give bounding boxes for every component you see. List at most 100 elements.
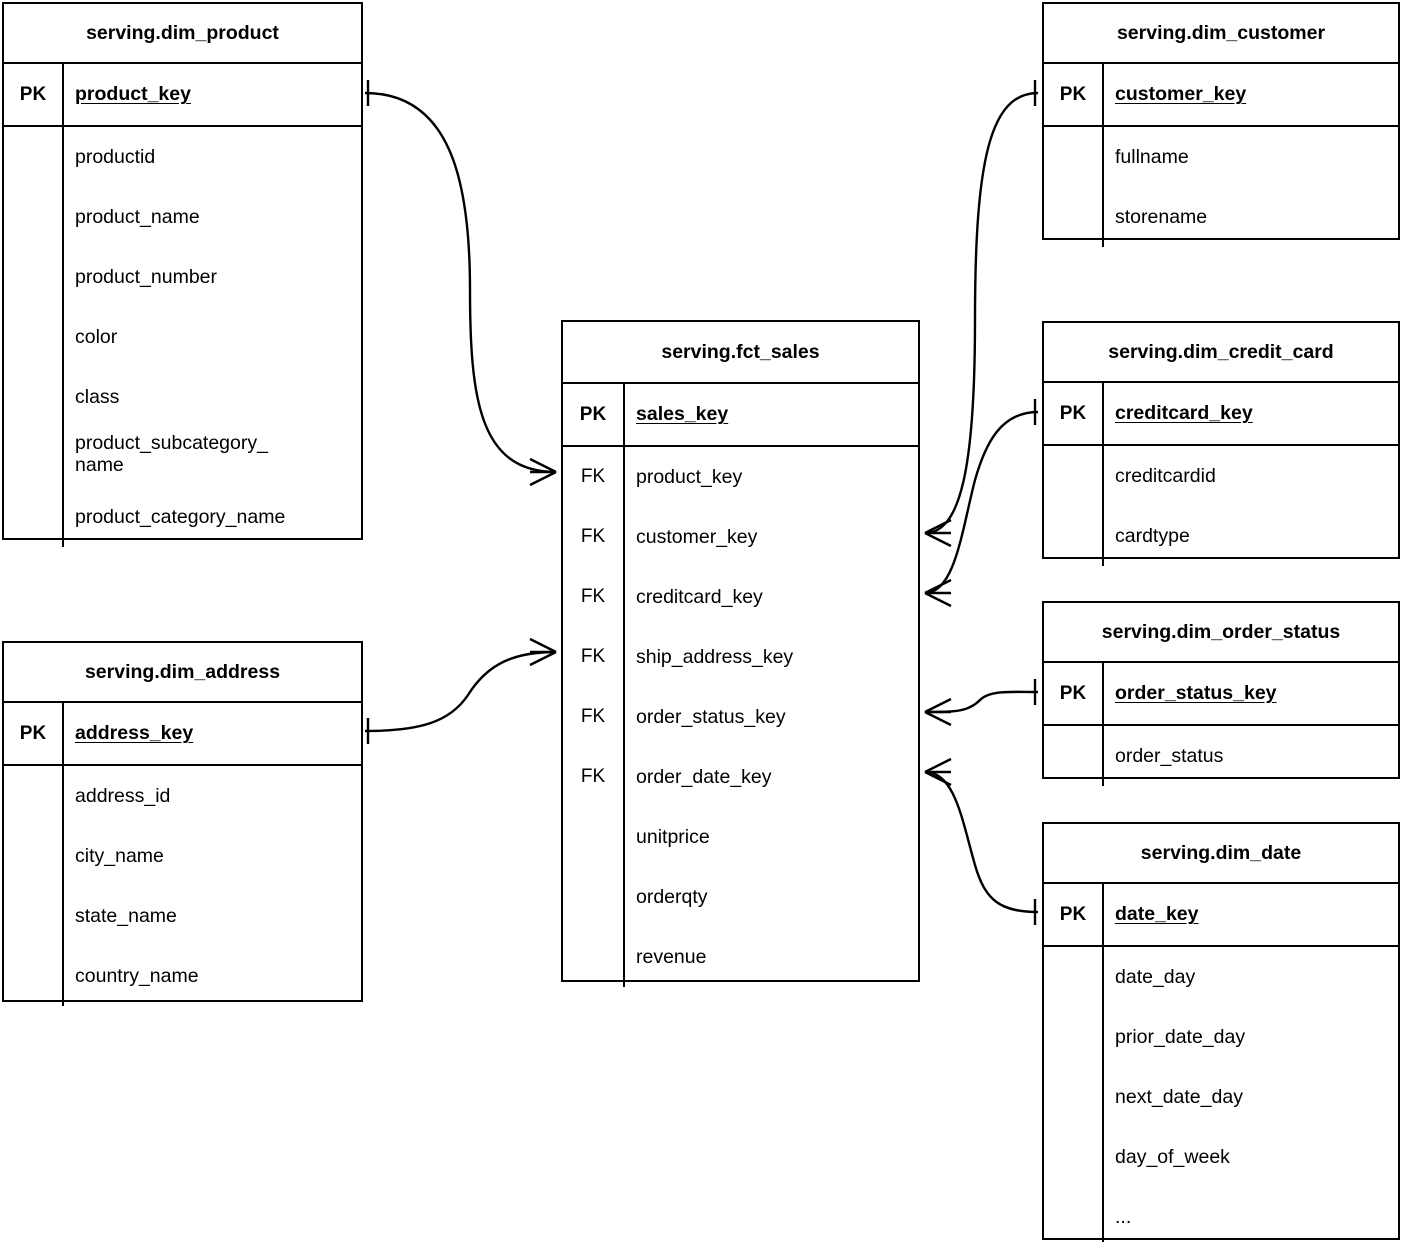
field-name: fullname (1115, 145, 1189, 168)
key-badge (563, 807, 625, 867)
field-row[interactable]: FK order_status_key (563, 687, 918, 747)
field-row[interactable]: address_id (4, 766, 361, 826)
field-name: ship_address_key (636, 645, 794, 668)
primary-key-row[interactable]: PK order_status_key (1044, 663, 1398, 726)
key-badge (4, 427, 64, 487)
field-name: order_date_key (636, 765, 772, 788)
many-cardinality-crowsfoot (924, 697, 952, 714)
field-row[interactable]: day_of_week (1044, 1127, 1398, 1187)
field-row[interactable]: prior_date_day (1044, 1007, 1398, 1067)
many-cardinality-crowsfoot (924, 757, 952, 774)
entity-title: serving.dim_credit_card (1108, 340, 1334, 363)
field-name: city_name (75, 844, 164, 867)
key-badge (4, 487, 64, 547)
key-badge: FK (563, 447, 625, 507)
key-badge (4, 946, 64, 1006)
field-row[interactable]: cardtype (1044, 506, 1398, 566)
key-badge (4, 367, 64, 427)
field-row[interactable]: country_name (4, 946, 361, 1006)
field-name: customer_key (636, 525, 758, 548)
pk-badge: PK (1044, 383, 1104, 444)
field-row[interactable]: color (4, 307, 361, 367)
field-name: unitprice (636, 825, 710, 848)
key-badge (4, 247, 64, 307)
key-badge (1044, 1187, 1104, 1242)
field-row[interactable]: FK order_date_key (563, 747, 918, 807)
key-badge (4, 886, 64, 946)
many-cardinality-crowsfoot (529, 470, 557, 487)
key-badge: FK (563, 747, 625, 807)
field-row[interactable]: city_name (4, 826, 361, 886)
pk-badge: PK (563, 384, 625, 445)
field-name: country_name (75, 964, 199, 987)
field-row[interactable]: product_number (4, 247, 361, 307)
many-cardinality-crowsfoot (924, 710, 952, 727)
field-name: creditcard_key (636, 585, 763, 608)
field-row[interactable]: storename (1044, 187, 1398, 247)
field-row[interactable]: unitprice (563, 807, 918, 867)
field-row[interactable]: order_status (1044, 726, 1398, 786)
pk-field-name: address_key (75, 722, 194, 745)
field-row[interactable]: revenue (563, 927, 918, 987)
field-row[interactable]: next_date_day (1044, 1067, 1398, 1127)
field-row[interactable]: class (4, 367, 361, 427)
key-badge (1044, 1007, 1104, 1067)
field-row[interactable]: fullname (1044, 127, 1398, 187)
entity-title: serving.fct_sales (661, 340, 820, 363)
key-badge (1044, 726, 1104, 786)
field-row[interactable]: state_name (4, 886, 361, 946)
relationship-customer-to-sales (924, 80, 1039, 548)
field-name: product_number (75, 265, 218, 288)
field-row[interactable]: product_subcategory_name (4, 427, 361, 487)
field-row[interactable]: date_day (1044, 947, 1398, 1007)
entity-title: serving.dim_order_status (1101, 620, 1341, 643)
field-row[interactable]: orderqty (563, 867, 918, 927)
key-badge (4, 307, 64, 367)
field-row[interactable]: creditcardid (1044, 446, 1398, 506)
key-badge (4, 826, 64, 886)
many-cardinality-crowsfoot (924, 770, 952, 787)
pk-badge: PK (1044, 64, 1104, 125)
pk-badge: PK (1044, 663, 1104, 724)
entity-title: serving.dim_customer (1116, 21, 1326, 44)
pk-field-name: order_status_key (1115, 682, 1277, 705)
field-name: storename (1115, 205, 1208, 228)
field-row[interactable]: productid (4, 127, 361, 187)
field-row[interactable]: product_name (4, 187, 361, 247)
field-name: order_status_key (636, 705, 786, 728)
field-name: color (75, 325, 118, 348)
relationship-address-to-sales (364, 637, 557, 744)
field-row[interactable]: product_category_name (4, 487, 361, 547)
key-badge: FK (563, 687, 625, 747)
field-name: prior_date_day (1115, 1025, 1246, 1048)
field-row[interactable]: ... (1044, 1187, 1398, 1242)
field-name: orderqty (636, 885, 708, 908)
relationship-date-to-sales (924, 757, 1039, 925)
entity-field-list: PK order_status_key order_status (1044, 661, 1398, 786)
field-name: creditcardid (1115, 464, 1216, 487)
relationship-creditcard-to-sales (924, 399, 1039, 608)
field-name: date_day (1115, 965, 1196, 988)
field-name: class (75, 385, 120, 408)
